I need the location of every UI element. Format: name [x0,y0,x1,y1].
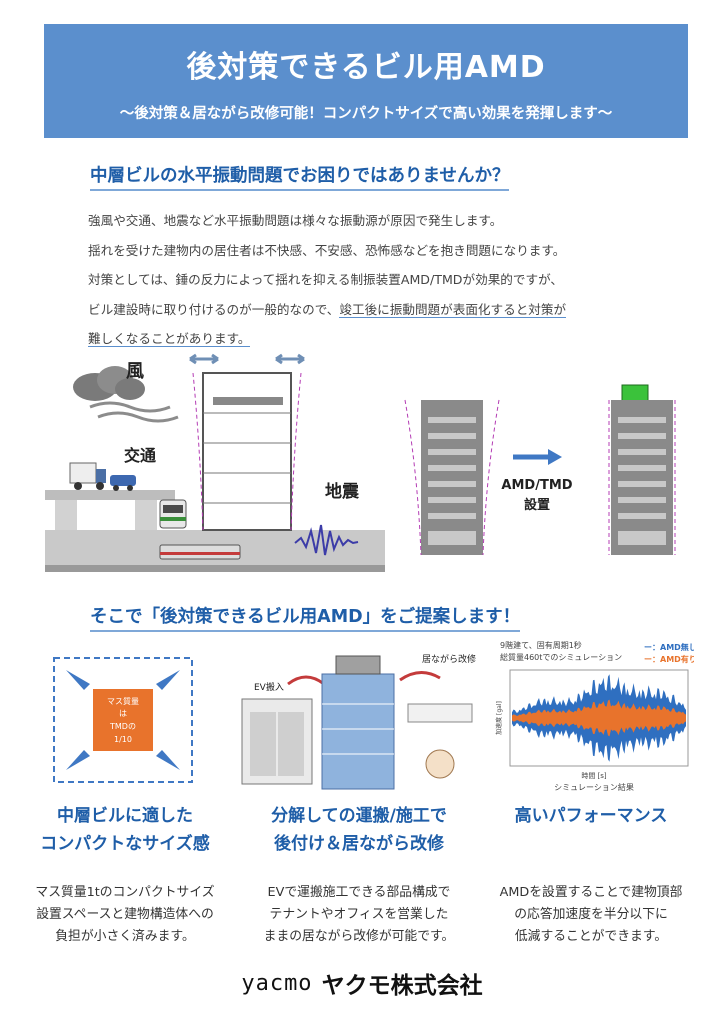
office-desk [407,703,473,723]
building-after [608,384,676,555]
feature-performance: 高いパフォーマンス AMDを設置することで建物頂部 の応答加速度を半分以下に 低… [476,802,706,948]
feature-description: AMDを設置することで建物頂部 の応答加速度を半分以下に 低減することができます… [499,885,683,944]
vibration-illustration: 風 交通 地震 [45,353,676,572]
building-before [404,399,500,556]
page-subtitle: 〜後対策＆居ながら改修可能！コンパクトサイズで高い効果を発揮します〜 [119,106,613,122]
company-logo: yacmo [241,970,313,996]
feature-heading: 中層ビルに適した [57,806,193,826]
label-wind: 風 [126,361,144,382]
label-stay: 居ながら改修 [422,653,476,665]
arrow-icon [287,675,325,686]
label-install-2: 設置 [524,497,550,513]
description-line: 対策としては、錘の反力によって揺れを抑える制振装置AMD/TMDが効果的ですが、 [88,272,564,287]
truck-icon [69,462,106,490]
mass-box [93,689,153,751]
inward-arrows-icon [66,670,180,770]
simulation-chart: 9階建て、固有周期1秒 総質量460tでのシミュレーション ー：AMD無し ー：… [495,640,694,792]
feature-retrofit: 分解しての運搬/施工で 後付け＆居ながら改修 EVで運搬施工できる部品構成で テ… [244,802,474,948]
svg-text:は: は [119,709,127,718]
train-icon [159,499,187,529]
chart-caption-2: 総質量460tでのシミュレーション [500,652,622,662]
feature-heading: 分解しての運搬/施工で [271,806,447,826]
label-ev: EV搬入 [254,681,284,693]
compact-size-figure: マス質量 は TMDの 1/10 [53,657,193,783]
legend-off: ー：AMD無し [644,642,694,652]
svg-text:マス質量: マス質量 [107,696,139,706]
header-banner: 後対策できるビル用AMD 〜後対策＆居ながら改修可能！コンパクトサイズで高い効果… [44,24,688,138]
x-axis-label: 時間 [s] [581,772,607,780]
cafe-table [425,749,455,779]
feature-heading [476,830,706,858]
label-install: AMD/TMD [501,478,572,493]
description-line: ビル建設時に取り付けるのが一般的なので、竣工後に振動問題が表面化すると対策が [88,301,567,318]
transport-figure: EV搬入 居ながら改修 [241,653,476,790]
rail-car-icon [159,544,241,560]
building-cutaway [321,673,395,790]
svg-text:1/10: 1/10 [114,735,132,744]
legend-on: ー：AMD有り [644,654,694,664]
series-amd-on [512,699,686,737]
description-line: 難しくなることがあります。 [88,324,648,354]
description-line: 揺れを受けた建物内の居住者は不快感、不安感、恐怖感などを抱き問題になります。 [88,242,566,258]
svg-text:TMDの: TMDの [109,722,136,731]
car-icon [110,475,136,491]
section-heading-proposal: そこで「後対策できるビル用AMD」をご提案します！ [90,603,521,632]
description-line: 強風や交通、地震など水平振動問題は様々な振動源が原因で発生します。 [88,213,503,228]
feature-heading: 高いパフォーマンス [514,806,668,826]
problem-description: 強風や交通、地震など水平振動問題は様々な振動源が原因で発生します。 揺れを受けた… [88,206,648,354]
feature-description: EVで運搬施工できる部品構成で テナントやオフィスを営業した ままの居ながら改修… [263,885,455,944]
y-axis-label: 加速度 [gal] [495,701,503,735]
page-title: 後対策できるビル用AMD [186,50,546,85]
seismic-wave-icon [294,524,359,556]
arrow-right-icon [513,449,562,465]
wind-icon [73,366,179,423]
chart-result-caption: シミュレーション結果 [554,782,634,792]
label-traffic: 交通 [124,446,156,465]
emphasis-text: 難しくなることがあります。 [88,331,251,347]
feature-heading: コンパクトなサイズ感 [40,834,210,854]
chart-caption: 9階建て、固有周期1秒 [500,640,582,650]
feature-compact: 中層ビルに適した コンパクトなサイズ感 マス質量1tのコンパクトサイズ 設置スペ… [10,802,240,948]
section-heading-problem: 中層ビルの水平振動問題でお困りではありませんか？ [90,162,510,191]
feature-heading: 後付け＆居ながら改修 [274,834,444,854]
emphasis-text: 竣工後に振動問題が表面化すると対策が [339,301,567,318]
office-building [189,353,305,531]
company-footer: yacmo ヤクモ株式会社 [0,966,724,1000]
feature-description: マス質量1tのコンパクトサイズ 設置スペースと建物構造体への 負担が小さく済みま… [35,885,215,944]
label-quake: 地震 [325,481,360,502]
elevated-road [45,490,175,530]
company-name: ヤクモ株式会社 [321,973,483,999]
